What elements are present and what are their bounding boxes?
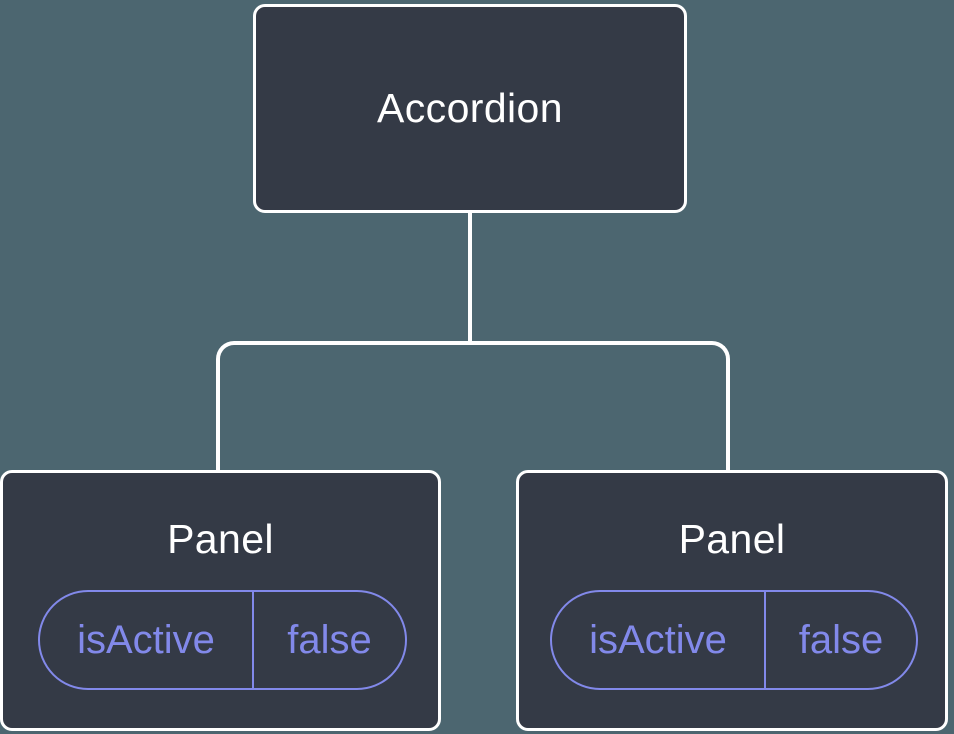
connector-bracket xyxy=(216,341,730,471)
state-value: false xyxy=(798,617,884,662)
panel-node-left: Panel isActive false xyxy=(0,470,441,731)
panel-node-right: Panel isActive false xyxy=(516,470,948,731)
state-name: isActive xyxy=(552,592,766,688)
state-pill: isActive false xyxy=(550,590,918,690)
state-value: false xyxy=(287,617,372,662)
panel-node-label: Panel xyxy=(167,516,274,562)
accordion-node-label: Accordion xyxy=(377,85,563,131)
accordion-node: Accordion xyxy=(253,4,687,213)
panel-node-label: Panel xyxy=(678,516,786,562)
state-name: isActive xyxy=(40,592,254,688)
connector-stem xyxy=(468,211,472,345)
state-pill: isActive false xyxy=(38,590,407,690)
